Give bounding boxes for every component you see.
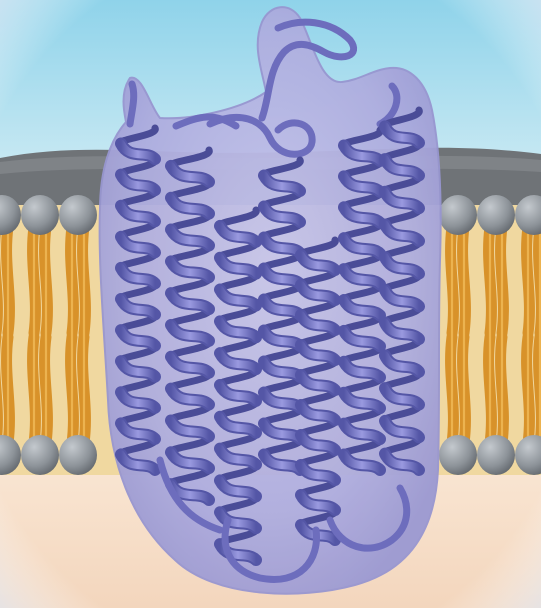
membrane-protein-diagram: [0, 0, 541, 608]
vignette-frame: [0, 0, 541, 608]
figure-canvas: [0, 0, 541, 608]
